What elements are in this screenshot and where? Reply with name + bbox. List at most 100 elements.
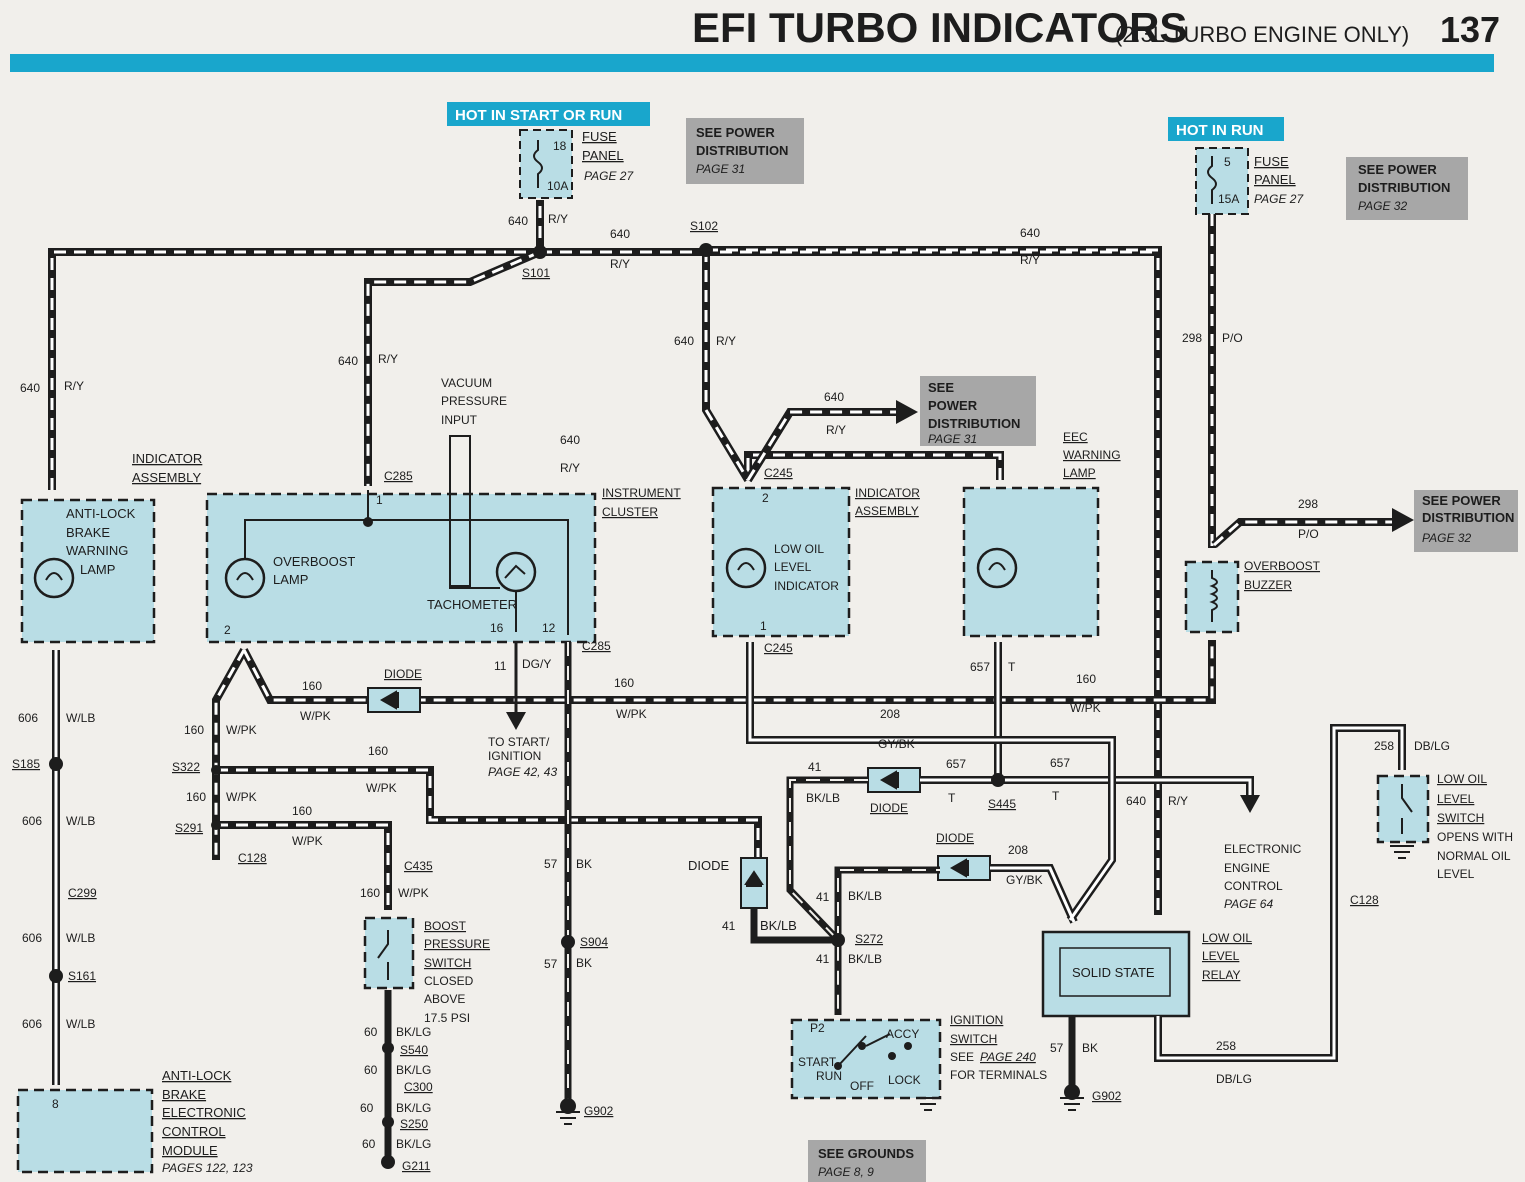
svg-text:OVERBOOST: OVERBOOST [273, 554, 355, 569]
svg-text:41: 41 [816, 952, 830, 966]
diode-4-label: DIODE [688, 858, 730, 873]
splice-s445 [991, 773, 1005, 787]
svg-text:CONTROL: CONTROL [1224, 879, 1283, 893]
wire-160-wpk [212, 640, 1216, 910]
diode-1-label: DIODE [384, 667, 422, 681]
hot-run-label: HOT IN RUN [1176, 122, 1264, 139]
svg-text:LOW OIL: LOW OIL [774, 542, 824, 556]
label-g902-left: G902 [584, 1104, 614, 1118]
svg-text:57: 57 [544, 857, 558, 871]
svg-text:16: 16 [490, 621, 504, 635]
low-oil-indicator-box [711, 486, 851, 638]
svg-text:640: 640 [338, 354, 358, 368]
tachometer-label: TACHOMETER [427, 597, 517, 612]
svg-text:EEC: EEC [1063, 430, 1088, 444]
svg-text:DB/LG: DB/LG [1414, 739, 1450, 753]
svg-text:DISTRIBUTION: DISTRIBUTION [1358, 180, 1450, 195]
svg-text:INDICATOR: INDICATOR [774, 579, 839, 593]
abs-warning-lamp-box [20, 498, 156, 644]
svg-text:IGNITION: IGNITION [488, 749, 541, 763]
svg-text:CLOSED: CLOSED [424, 974, 474, 988]
svg-text:P2: P2 [810, 1021, 825, 1035]
svg-text:T: T [1008, 660, 1016, 674]
svg-text:PAGE 31: PAGE 31 [928, 432, 977, 446]
svg-text:CLUSTER: CLUSTER [602, 505, 658, 519]
svg-text:ELECTRONIC: ELECTRONIC [162, 1105, 246, 1120]
boost-switch-contact-icon [377, 930, 389, 980]
diode-4-icon [740, 857, 768, 909]
svg-text:160: 160 [186, 790, 206, 804]
low-oil-switch-contact-icon [1401, 784, 1413, 834]
svg-text:606: 606 [22, 931, 42, 945]
svg-text:ACCY: ACCY [886, 1027, 919, 1041]
svg-text:DG/Y: DG/Y [522, 657, 551, 671]
label-c300: C300 [404, 1080, 433, 1094]
svg-text:ANTI-LOCK: ANTI-LOCK [162, 1068, 232, 1083]
svg-text:LOCK: LOCK [888, 1073, 921, 1087]
fuse-2-number: 5 [1224, 155, 1231, 169]
svg-text:W/PK: W/PK [366, 781, 397, 795]
svg-text:606: 606 [22, 1017, 42, 1031]
hot-run-tag [1168, 117, 1284, 141]
wire-11-dgy [506, 642, 526, 730]
svg-text:ENGINE: ENGINE [1224, 861, 1270, 875]
wire-57-bk [564, 642, 1076, 1100]
svg-text:OFF: OFF [850, 1079, 874, 1093]
svg-text:WARNING: WARNING [1063, 448, 1121, 462]
svg-text:ABOVE: ABOVE [424, 992, 465, 1006]
ignition-positions: P2 ACCY START RUN OFF LOCK [798, 1021, 921, 1093]
svg-text:60: 60 [362, 1137, 376, 1151]
indicator-assembly-label-2: INDICATOR ASSEMBLY [855, 486, 920, 518]
svg-text:RELAY: RELAY [1202, 968, 1240, 982]
svg-text:640: 640 [1020, 226, 1040, 240]
svg-text:60: 60 [364, 1025, 378, 1039]
svg-text:SWITCH: SWITCH [950, 1032, 997, 1046]
ground-low-oil-icon [1390, 845, 1414, 859]
svg-text:ELECTRONIC: ELECTRONIC [1224, 842, 1302, 856]
to-start-label: TO START/ IGNITION PAGE 42, 43 [488, 735, 557, 779]
instrument-cluster-box [205, 492, 597, 644]
fuse-2-name: FUSE [1254, 154, 1289, 169]
svg-text:INPUT: INPUT [441, 413, 478, 427]
label-c285-bottom: C285 [582, 639, 611, 653]
splice-s904 [561, 935, 575, 949]
page-number: 137 [1440, 9, 1500, 50]
tachometer-icon [495, 551, 537, 593]
vacuum-input-label: VACUUM PRESSURE INPUT [441, 376, 507, 427]
svg-text:160: 160 [1076, 672, 1096, 686]
svg-text:DB/LG: DB/LG [1216, 1072, 1252, 1086]
svg-text:BOOST: BOOST [424, 919, 467, 933]
label-s161: S161 [68, 969, 96, 983]
svg-text:ASSEMBLY: ASSEMBLY [855, 504, 919, 518]
arrow-to-power-dist-2 [1392, 508, 1414, 532]
svg-text:BK/LB: BK/LB [848, 952, 882, 966]
see-power-ref-4: SEE POWER DISTRIBUTION PAGE 32 [1414, 490, 1518, 552]
low-oil-indicator-label: LOW OIL LEVEL INDICATOR [774, 542, 839, 593]
svg-text:W/LB: W/LB [66, 1017, 95, 1031]
label-s250: S250 [400, 1117, 428, 1131]
header-bar [10, 54, 1494, 72]
splice-s185 [49, 757, 63, 771]
abs-lamp-bulb-icon [33, 557, 75, 599]
svg-text:PAGE 31: PAGE 31 [696, 162, 745, 176]
svg-text:R/Y: R/Y [1020, 253, 1040, 267]
splice-s322 [211, 765, 221, 775]
svg-text:298: 298 [1182, 331, 1202, 345]
svg-text:BK: BK [576, 956, 592, 970]
svg-text:SEE: SEE [928, 380, 954, 395]
hot-start-run-tag [447, 102, 650, 126]
svg-text:2: 2 [762, 491, 769, 505]
label-s445: S445 [988, 797, 1016, 811]
svg-text:DISTRIBUTION: DISTRIBUTION [928, 416, 1020, 431]
svg-text:57: 57 [1050, 1041, 1064, 1055]
abs-module-label: ANTI-LOCK BRAKE ELECTRONIC CONTROL MODUL… [162, 1068, 253, 1175]
overboost-lamp-label: OVERBOOST LAMP [273, 554, 355, 587]
wire-41-bklb [750, 776, 940, 1015]
boost-switch-label: BOOST PRESSURE SWITCH CLOSED ABOVE 17.5 … [424, 919, 490, 1025]
label-c245-top: C245 [764, 466, 793, 480]
eec-lamp-label: EEC WARNING LAMP [1063, 430, 1121, 480]
ignition-switch-contacts-icon [834, 1033, 912, 1070]
svg-text:258: 258 [1374, 739, 1394, 753]
svg-text:R/Y: R/Y [716, 334, 736, 348]
svg-text:SWITCH: SWITCH [1437, 811, 1484, 825]
